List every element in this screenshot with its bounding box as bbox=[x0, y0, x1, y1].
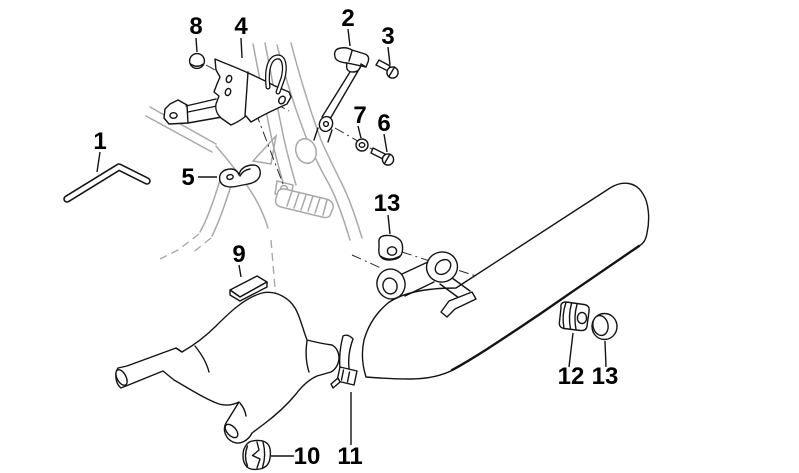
callout-6: 6 bbox=[377, 110, 391, 153]
part-bushing-12 bbox=[558, 301, 590, 332]
callout-9: 9 bbox=[232, 241, 246, 278]
callout-7-label: 7 bbox=[353, 102, 366, 129]
part-pipe-clamp-11 bbox=[330, 334, 358, 389]
callout-12: 12 bbox=[558, 332, 585, 390]
callout-13-upper-label: 13 bbox=[374, 190, 401, 217]
part-exhaust-manifold bbox=[115, 291, 340, 444]
part-allen-key bbox=[63, 163, 151, 203]
callout-2: 2 bbox=[341, 5, 355, 47]
callout-8-label: 8 bbox=[189, 13, 202, 40]
part-washer-7 bbox=[355, 138, 369, 152]
callout-6-label: 6 bbox=[377, 110, 390, 137]
callout-13-lower: 13 bbox=[592, 340, 619, 390]
part-bracket-5 bbox=[218, 164, 261, 188]
part-cap-13-lower bbox=[591, 312, 618, 341]
callout-1-label: 1 bbox=[93, 128, 106, 155]
callout-10-label: 10 bbox=[294, 443, 321, 470]
callout-11: 11 bbox=[337, 392, 363, 470]
callout-8: 8 bbox=[189, 13, 203, 53]
callout-7: 7 bbox=[353, 102, 367, 139]
callout-2-label: 2 bbox=[341, 5, 354, 32]
callout-4-label: 4 bbox=[234, 13, 248, 40]
footpeg bbox=[274, 180, 334, 219]
callouts: 1 2 3 4 5 6 7 8 bbox=[93, 5, 618, 470]
part-nut-8 bbox=[188, 52, 206, 70]
part-cap-nut-13-upper bbox=[378, 234, 404, 261]
part-rubber-pad-9 bbox=[229, 275, 268, 302]
callout-4: 4 bbox=[234, 13, 248, 59]
part-clamp-sleeve-10 bbox=[242, 439, 272, 471]
reference-frame bbox=[145, 42, 363, 301]
callout-12-label: 12 bbox=[558, 363, 585, 390]
part-muffler bbox=[361, 182, 650, 380]
callout-1: 1 bbox=[93, 128, 107, 173]
callout-9-label: 9 bbox=[232, 241, 245, 268]
part-mounting-bracket-4 bbox=[163, 54, 292, 126]
part-hex-bolt-3 bbox=[375, 59, 399, 79]
callout-13-upper: 13 bbox=[374, 190, 401, 235]
part-hex-bolt-6 bbox=[370, 147, 395, 166]
callout-5: 5 bbox=[181, 164, 217, 191]
callout-10: 10 bbox=[271, 443, 320, 470]
callout-13-lower-label: 13 bbox=[592, 363, 619, 390]
muffler-hanger-bracket bbox=[376, 251, 477, 318]
callout-11-label: 11 bbox=[337, 443, 362, 470]
part-stay-clamp-2 bbox=[313, 47, 370, 143]
callout-3: 3 bbox=[381, 23, 395, 66]
callout-5-label: 5 bbox=[181, 164, 194, 191]
frame-lug-oval bbox=[294, 137, 318, 165]
callout-3-label: 3 bbox=[381, 23, 394, 50]
